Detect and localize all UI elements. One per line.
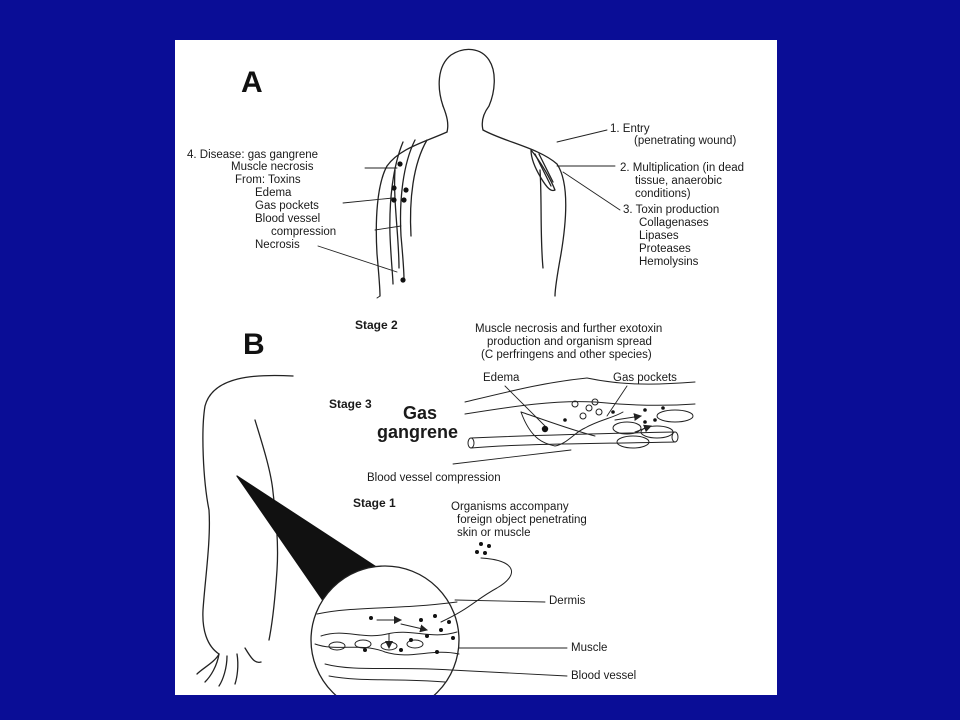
penetration-path	[440, 557, 512, 623]
blood-vessel-layer-label: Blood vessel	[571, 670, 637, 682]
panel-a-leader-lines	[317, 129, 621, 273]
stage2-line2: production and organism spread	[487, 336, 652, 348]
left-arm-dots	[391, 161, 409, 283]
stage3-title: Stage 3	[329, 397, 372, 411]
stage1-title: Stage 1	[353, 496, 396, 510]
entry-label: 1. Entry	[610, 123, 650, 135]
panel-a-letter: A	[241, 66, 263, 99]
blood-vessel-compression-label: Blood vessel compression	[367, 472, 501, 484]
stage3-leader-lines	[452, 385, 628, 465]
entry-organism-dots	[475, 542, 491, 555]
stage3-gas-pockets-label: Gas pockets	[613, 372, 677, 384]
layer-leader-lines	[450, 599, 568, 677]
muscle-label: Muscle	[571, 642, 608, 654]
multiplication-detail-1-label: tissue, anaerobic	[635, 175, 722, 187]
zoom-circle	[310, 565, 460, 695]
from-toxins-label: From: Toxins	[235, 174, 301, 186]
muscle-lesion	[530, 149, 556, 192]
multiplication-detail-2-label: conditions)	[635, 188, 691, 200]
dermis-label: Dermis	[549, 595, 586, 607]
collagenases-label: Collagenases	[639, 217, 709, 229]
toxin-production-label: 3. Toxin production	[623, 204, 720, 216]
stage1-line2: foreign object penetrating	[457, 514, 587, 526]
edema-label: Edema	[255, 187, 292, 199]
stage2-title: Stage 2	[355, 318, 398, 332]
blood-vessel-label: Blood vessel	[255, 213, 321, 225]
diagram-drawing	[196, 48, 696, 695]
stage3-gangrene-label: gangrene	[377, 422, 459, 442]
left-arm-lesion-lines	[389, 139, 428, 285]
stage3-gas-label: Gas	[403, 403, 438, 423]
proteases-label: Proteases	[639, 243, 691, 255]
hemolysins-label: Hemolysins	[639, 256, 699, 268]
stage1-line3: skin or muscle	[457, 527, 531, 539]
panel-b-letter: B	[243, 328, 265, 361]
stage1-line1: Organisms accompany	[451, 501, 569, 513]
necrosis-label: Necrosis	[255, 239, 300, 251]
lipases-label: Lipases	[639, 230, 679, 242]
stage3-tissue	[464, 377, 696, 449]
entry-detail-label: (penetrating wound)	[634, 135, 737, 147]
stage2-line1: Muscle necrosis and further exotoxin	[475, 323, 663, 335]
zoom-organism-dots	[363, 614, 455, 654]
compression-label: compression	[271, 226, 337, 238]
gas-gangrene-figure: A 4. Disease: gas gangrene Muscle necros…	[175, 40, 777, 695]
stage3-edema-label: Edema	[483, 372, 520, 384]
disease-label: 4. Disease: gas gangrene	[187, 149, 319, 161]
stage3-dots	[541, 406, 665, 433]
multiplication-label: 2. Multiplication (in dead	[620, 162, 745, 174]
gas-pockets-label: Gas pockets	[255, 200, 319, 212]
stage2-line3: (C perfringens and other species)	[481, 349, 652, 361]
muscle-necrosis-label: Muscle necrosis	[231, 161, 314, 173]
